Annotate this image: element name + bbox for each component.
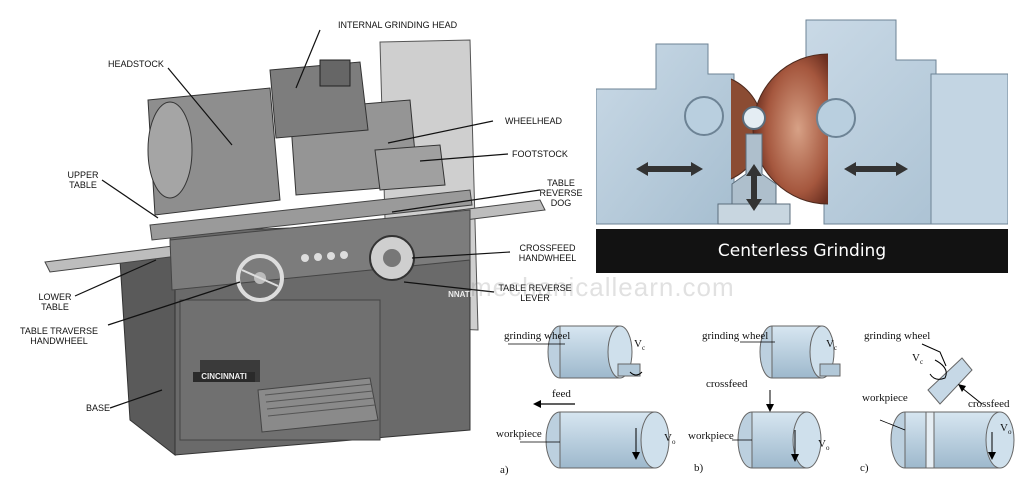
schematic-c-workpiece-label: workpiece <box>862 392 908 404</box>
schematic-a-feed-label: feed <box>552 388 571 400</box>
label-crossfeed-handwheel: CROSSFEED HANDWHEEL <box>518 243 577 263</box>
schematic-c-vc-symbol: V <box>912 352 920 364</box>
schematic-b-crossfeed-label: crossfeed <box>706 378 748 390</box>
schematic-c <box>879 343 1015 469</box>
centerless-grinding-figure: Centerless Grinding <box>596 14 1008 274</box>
watermark: mechanicallearn.com <box>470 272 735 302</box>
schematic-c-tag: c) <box>860 462 869 474</box>
label-table-reverse-dog: TABLE REVERSE DOG <box>539 178 583 208</box>
schematic-c-vo-symbol: V <box>1000 422 1008 434</box>
schematic-a-vo-subscript: o <box>671 438 676 447</box>
schematic-b-vc-subscript: c <box>833 344 838 353</box>
schematic-a-vo-symbol: V <box>664 432 672 444</box>
label-upper-table: UPPER TABLE <box>67 170 99 190</box>
schematic-a-vo-label: Vo <box>664 432 675 446</box>
schematic-c-grinding-wheel-label: grinding wheel <box>864 330 931 342</box>
schematic-b-vo-label: Vo <box>818 438 829 452</box>
schematic-b-workpiece-label: workpiece <box>688 430 734 442</box>
label-table-traverse-handwheel: TABLE TRAVERSE HANDWHEEL <box>19 326 99 346</box>
schematic-a-vc-subscript: c <box>641 344 646 353</box>
side-plate-text: NNATI <box>448 290 472 299</box>
centerless-grinding-illustration <box>596 19 1008 225</box>
grinding-machine-figure: INTERNAL GRINDING HEAD HEADSTOCK WHEELHE… <box>19 20 583 457</box>
label-table-reverse-lever: TABLE REVERSE LEVER <box>498 283 572 303</box>
label-internal-grinding-head: INTERNAL GRINDING HEAD <box>338 20 458 30</box>
schematic-b-tag: b) <box>694 462 704 474</box>
schematic-a-vc-symbol: V <box>634 338 642 350</box>
label-lower-table: LOWER TABLE <box>38 292 72 312</box>
schematic-b-vc-label: Vc <box>826 338 837 352</box>
schematic-c-vo-label: Vo <box>1000 422 1011 436</box>
schematic-b-vo-subscript: o <box>825 444 830 453</box>
schematic-b-grinding-wheel-label: grinding wheel <box>702 330 769 342</box>
schematic-b-vc-symbol: V <box>826 338 834 350</box>
label-footstock: FOOTSTOCK <box>512 149 568 159</box>
schematic-a-tag: a) <box>500 464 509 476</box>
schematic-b-vo-symbol: V <box>818 438 826 450</box>
label-base: BASE <box>85 403 110 413</box>
schematic-drawings <box>508 325 1015 469</box>
schematic-a-grinding-wheel-label: grinding wheel <box>504 330 571 342</box>
schematic-c-vo-subscript: o <box>1007 428 1012 437</box>
centerless-caption: Centerless Grinding <box>596 229 1008 273</box>
schematic-c-vc-label: Vc <box>912 352 923 366</box>
schematic-c-crossfeed-label: crossfeed <box>968 398 1010 410</box>
label-wheelhead: WHEELHEAD <box>505 116 563 126</box>
label-headstock: HEADSTOCK <box>108 59 164 69</box>
schematic-a <box>508 325 670 469</box>
schematic-a-vc-label: Vc <box>634 338 645 352</box>
grinding-machine-illustration <box>44 29 546 457</box>
schematic-a-workpiece-label: workpiece <box>496 428 542 440</box>
schematic-c-vc-subscript: c <box>919 358 924 367</box>
schematic-b <box>732 325 841 469</box>
brand-plate-text: CINCINNATI <box>201 372 247 381</box>
